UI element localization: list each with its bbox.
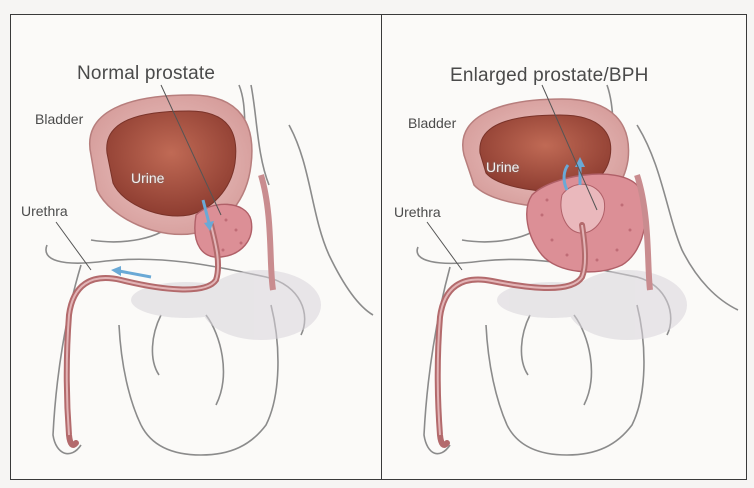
panel-title: Normal prostate — [77, 63, 215, 85]
bladder-label: Bladder — [35, 111, 83, 127]
urine-label: Urine — [486, 159, 519, 175]
panel-title: Enlarged prostate/BPH — [450, 65, 649, 87]
pelvic-shading — [131, 270, 321, 340]
bladder-label: Bladder — [408, 115, 456, 131]
panel-normal-prostate: Normal prostate Bladder Urine Urethra — [10, 14, 384, 480]
urine-label: Urine — [131, 170, 164, 186]
urethra-label: Urethra — [21, 203, 68, 219]
urethra — [67, 225, 218, 445]
urethra-label: Urethra — [394, 204, 441, 220]
pelvic-shading — [497, 270, 687, 340]
panel-enlarged-prostate: Enlarged prostate/BPH Bladder Urine Uret… — [381, 14, 747, 480]
